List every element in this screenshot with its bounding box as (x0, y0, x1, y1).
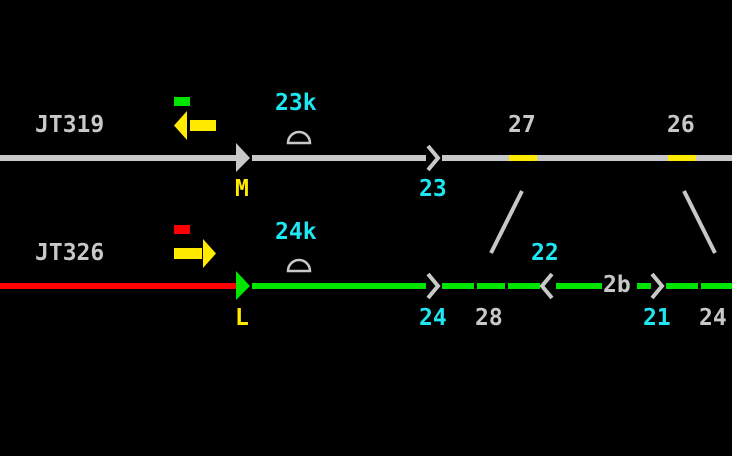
upper-track-segment-3[interactable] (442, 155, 732, 161)
upper-signal-M-marker[interactable] (236, 143, 250, 172)
route-23k-dome-icon[interactable] (286, 130, 312, 145)
lower-track-segment-6b[interactable] (701, 283, 732, 289)
upper-train-id[interactable]: JT319 (35, 112, 105, 138)
route-24k-dome-icon[interactable] (286, 258, 312, 273)
lower-indicator-light (174, 225, 190, 234)
lower-section-21-label: 21 (643, 305, 671, 331)
upper-switch-26-highlight[interactable] (668, 155, 696, 161)
lower-joint-24-marker (426, 272, 441, 300)
lower-joint-22-marker (539, 272, 554, 300)
lower-track-segment-3b[interactable] (477, 283, 505, 289)
crossover-26-line (682, 190, 717, 254)
lower-track-segment-4[interactable] (556, 283, 602, 289)
upper-joint-23-marker (426, 144, 441, 172)
lower-section-24b-label: 24 (699, 305, 727, 331)
upper-track-segment-2[interactable] (252, 155, 426, 161)
lower-track-occupied-red[interactable] (0, 283, 238, 289)
upper-track-segment-1[interactable] (0, 155, 238, 161)
lower-signal-L-marker[interactable] (236, 271, 250, 300)
lower-track-segment-6a[interactable] (666, 283, 698, 289)
upper-section-23-label: 23 (419, 176, 447, 202)
lower-track-segment-5[interactable] (637, 283, 651, 289)
upper-switch-26-label[interactable]: 26 (667, 112, 695, 138)
lower-section-2b-label: 2b (603, 272, 631, 298)
lower-section-28-label: 28 (475, 305, 503, 331)
upper-switch-27-label[interactable]: 27 (508, 112, 536, 138)
lower-track-segment-2[interactable] (252, 283, 426, 289)
upper-signal-label: M (235, 176, 249, 202)
crossover-27-line (489, 190, 524, 254)
lower-track-segment-3c[interactable] (508, 283, 540, 289)
lower-direction-arrow-right-icon (174, 239, 216, 268)
lower-signal-label: L (235, 305, 249, 331)
lower-train-id[interactable]: JT326 (35, 240, 105, 266)
lower-joint-21-marker (650, 272, 665, 300)
upper-direction-arrow-left-icon (174, 111, 216, 140)
lower-section-22-label: 22 (531, 240, 559, 266)
lower-route-label[interactable]: 24k (275, 219, 317, 245)
lower-section-24-label: 24 (419, 305, 447, 331)
upper-switch-27-highlight[interactable] (509, 155, 537, 161)
lower-track-segment-3a[interactable] (442, 283, 474, 289)
upper-indicator-light (174, 97, 190, 106)
upper-route-label[interactable]: 23k (275, 90, 317, 116)
